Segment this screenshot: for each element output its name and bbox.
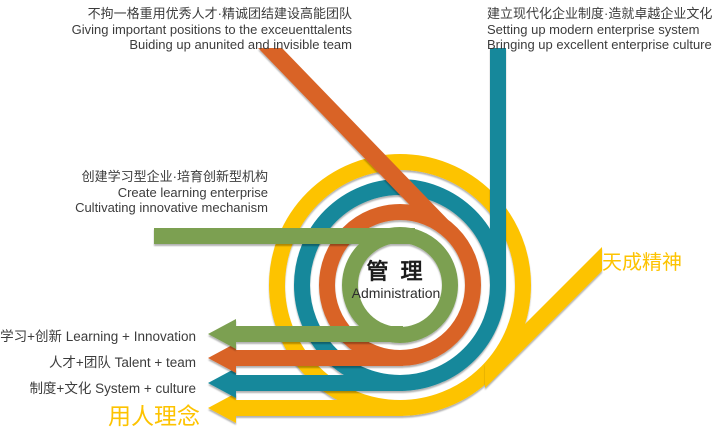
green-arrow-head — [208, 319, 236, 349]
right-callout: 天成精神 — [602, 252, 682, 274]
center-title-zh: 管 理 — [366, 259, 426, 284]
green-band-group — [154, 227, 458, 349]
green-tail — [154, 228, 415, 244]
yellow-tail-group — [485, 247, 602, 388]
top-left-line-en2: Buiding up anunited and invisible team — [129, 37, 352, 52]
top-right-line-en1: Setting up modern enterprise system — [487, 21, 700, 37]
yellow-arrow-head — [208, 393, 236, 423]
orange-arrow-head — [208, 343, 236, 373]
top-right-line-en2: Bringing up excellent enterprise culture — [487, 37, 712, 52]
mid-left-text-block: 创建学习型企业·培育创新型机构 Create learning enterpri… — [75, 169, 268, 216]
top-right-text-block: 建立现代化企业制度·造就卓越企业文化 Setting up modern ent… — [487, 6, 712, 53]
orange-arrow-label: 人才+团队 Talent + team — [48, 355, 196, 370]
center-title-block: 管 理 Administration — [316, 259, 476, 302]
yellow-tail — [485, 247, 602, 388]
top-right-line-zh: 建立现代化企业制度·造就卓越企业文化 — [487, 6, 713, 21]
orange-band-group — [208, 48, 481, 373]
teal-arrow-head — [208, 368, 236, 398]
yellow-band-group — [208, 154, 531, 423]
teal-tail — [490, 48, 506, 285]
top-left-text-block: 不拘一格重用优秀人才·精诚团结建设高能团队 Giving important p… — [72, 6, 352, 53]
mid-left-line-en2: Cultivating innovative mechanism — [75, 200, 268, 215]
top-left-line-zh: 不拘一格重用优秀人才·精诚团结建设高能团队 — [87, 6, 352, 21]
center-title-en: Administration — [351, 285, 441, 301]
mid-left-line-en1: Create learning enterprise — [117, 184, 268, 200]
bottom-callout: 用人理念 — [108, 403, 200, 429]
green-arrow-label: 学习+创新 Learning + Innovation — [0, 329, 196, 344]
teal-arrow-label: 制度+文化 System + culture — [29, 381, 196, 396]
orange-tail — [258, 48, 455, 227]
mid-left-line-zh: 创建学习型企业·培育创新型机构 — [81, 169, 268, 184]
top-left-line-en1: Giving important positions to the exceue… — [71, 21, 352, 37]
